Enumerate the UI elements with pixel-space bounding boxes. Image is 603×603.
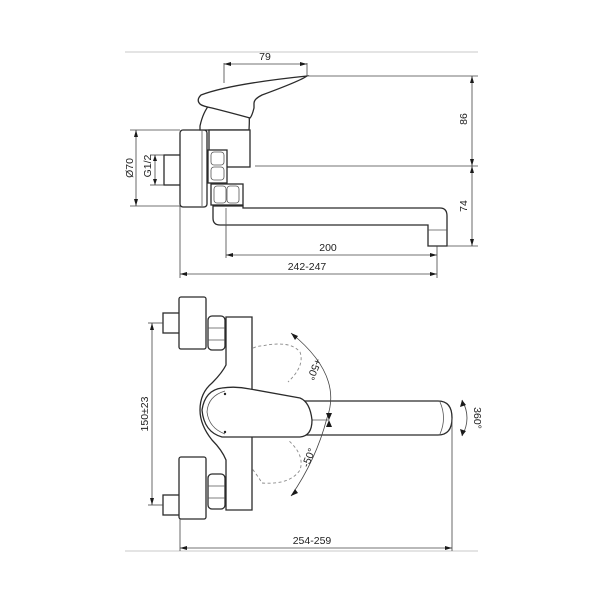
arrow-icon <box>460 429 466 436</box>
arrow-icon <box>224 62 231 66</box>
arrow-icon <box>470 239 474 246</box>
arrow-icon <box>470 159 474 166</box>
arrow-icon <box>291 489 298 496</box>
arrow-icon <box>180 272 187 276</box>
arrow-icon <box>300 62 307 66</box>
dim-254-label: 254-259 <box>293 535 332 547</box>
inlet-stub <box>163 154 182 186</box>
arrow-icon <box>134 199 138 206</box>
spout-tip-edge <box>439 401 444 435</box>
upper-hex-nut <box>207 149 228 184</box>
arrow-icon <box>153 179 157 185</box>
arrow-icon <box>180 546 187 550</box>
dim-d70-label: Ø70 <box>124 158 136 178</box>
upper-nut <box>207 315 226 351</box>
lever-top <box>201 386 313 438</box>
dim-g12-label: G1/2 <box>142 154 154 177</box>
arrow-icon <box>460 400 466 407</box>
side-view: 79 86 74 Ø70 G1/2 200 <box>124 51 478 278</box>
arrow-icon <box>430 253 437 257</box>
arrow-icon <box>470 166 474 173</box>
arrow-icon <box>326 413 332 420</box>
lever-inner-edge <box>206 390 226 435</box>
wall-flange <box>179 129 208 208</box>
upper-flange <box>178 296 207 350</box>
minus50-label: -50° <box>300 447 318 469</box>
lower-nut <box>207 473 226 510</box>
nut-face-1 <box>210 151 225 166</box>
lever-dot <box>223 430 227 434</box>
lower-nut-face-1 <box>213 185 227 204</box>
dim-242-label: 242-247 <box>288 261 327 273</box>
lever-dot <box>223 392 227 396</box>
arrow-icon <box>326 420 332 427</box>
arrow-icon <box>150 498 154 505</box>
spout <box>212 205 448 247</box>
lower-inlet-stub <box>162 494 181 516</box>
arrow-icon <box>153 155 157 161</box>
swivel-spout <box>299 400 453 436</box>
dim-74-label: 74 <box>458 200 470 212</box>
lever-handle <box>197 75 310 119</box>
nut-face-2 <box>210 166 225 181</box>
plus50-label: +50° <box>304 357 323 382</box>
arrow-icon <box>430 272 437 276</box>
arrow-icon <box>150 323 154 330</box>
dim-150-label: 150±23 <box>139 396 151 431</box>
swivel-360-label: 360° <box>471 407 483 429</box>
lower-flange <box>178 456 207 520</box>
dim-79-label: 79 <box>259 51 271 63</box>
top-view: +50° -50° 360° 150±23 254-259 <box>139 296 483 551</box>
lower-nut-face-2 <box>226 185 240 204</box>
arrow-icon <box>445 546 452 550</box>
arrow-icon <box>291 333 298 340</box>
upper-inlet-stub <box>162 312 181 334</box>
lever-rotation-arc <box>290 332 332 497</box>
arrow-icon <box>470 76 474 83</box>
arrow-icon <box>226 253 233 257</box>
arrow-icon <box>134 130 138 137</box>
dim-200-label: 200 <box>319 242 337 254</box>
dim-86-label: 86 <box>458 113 470 125</box>
